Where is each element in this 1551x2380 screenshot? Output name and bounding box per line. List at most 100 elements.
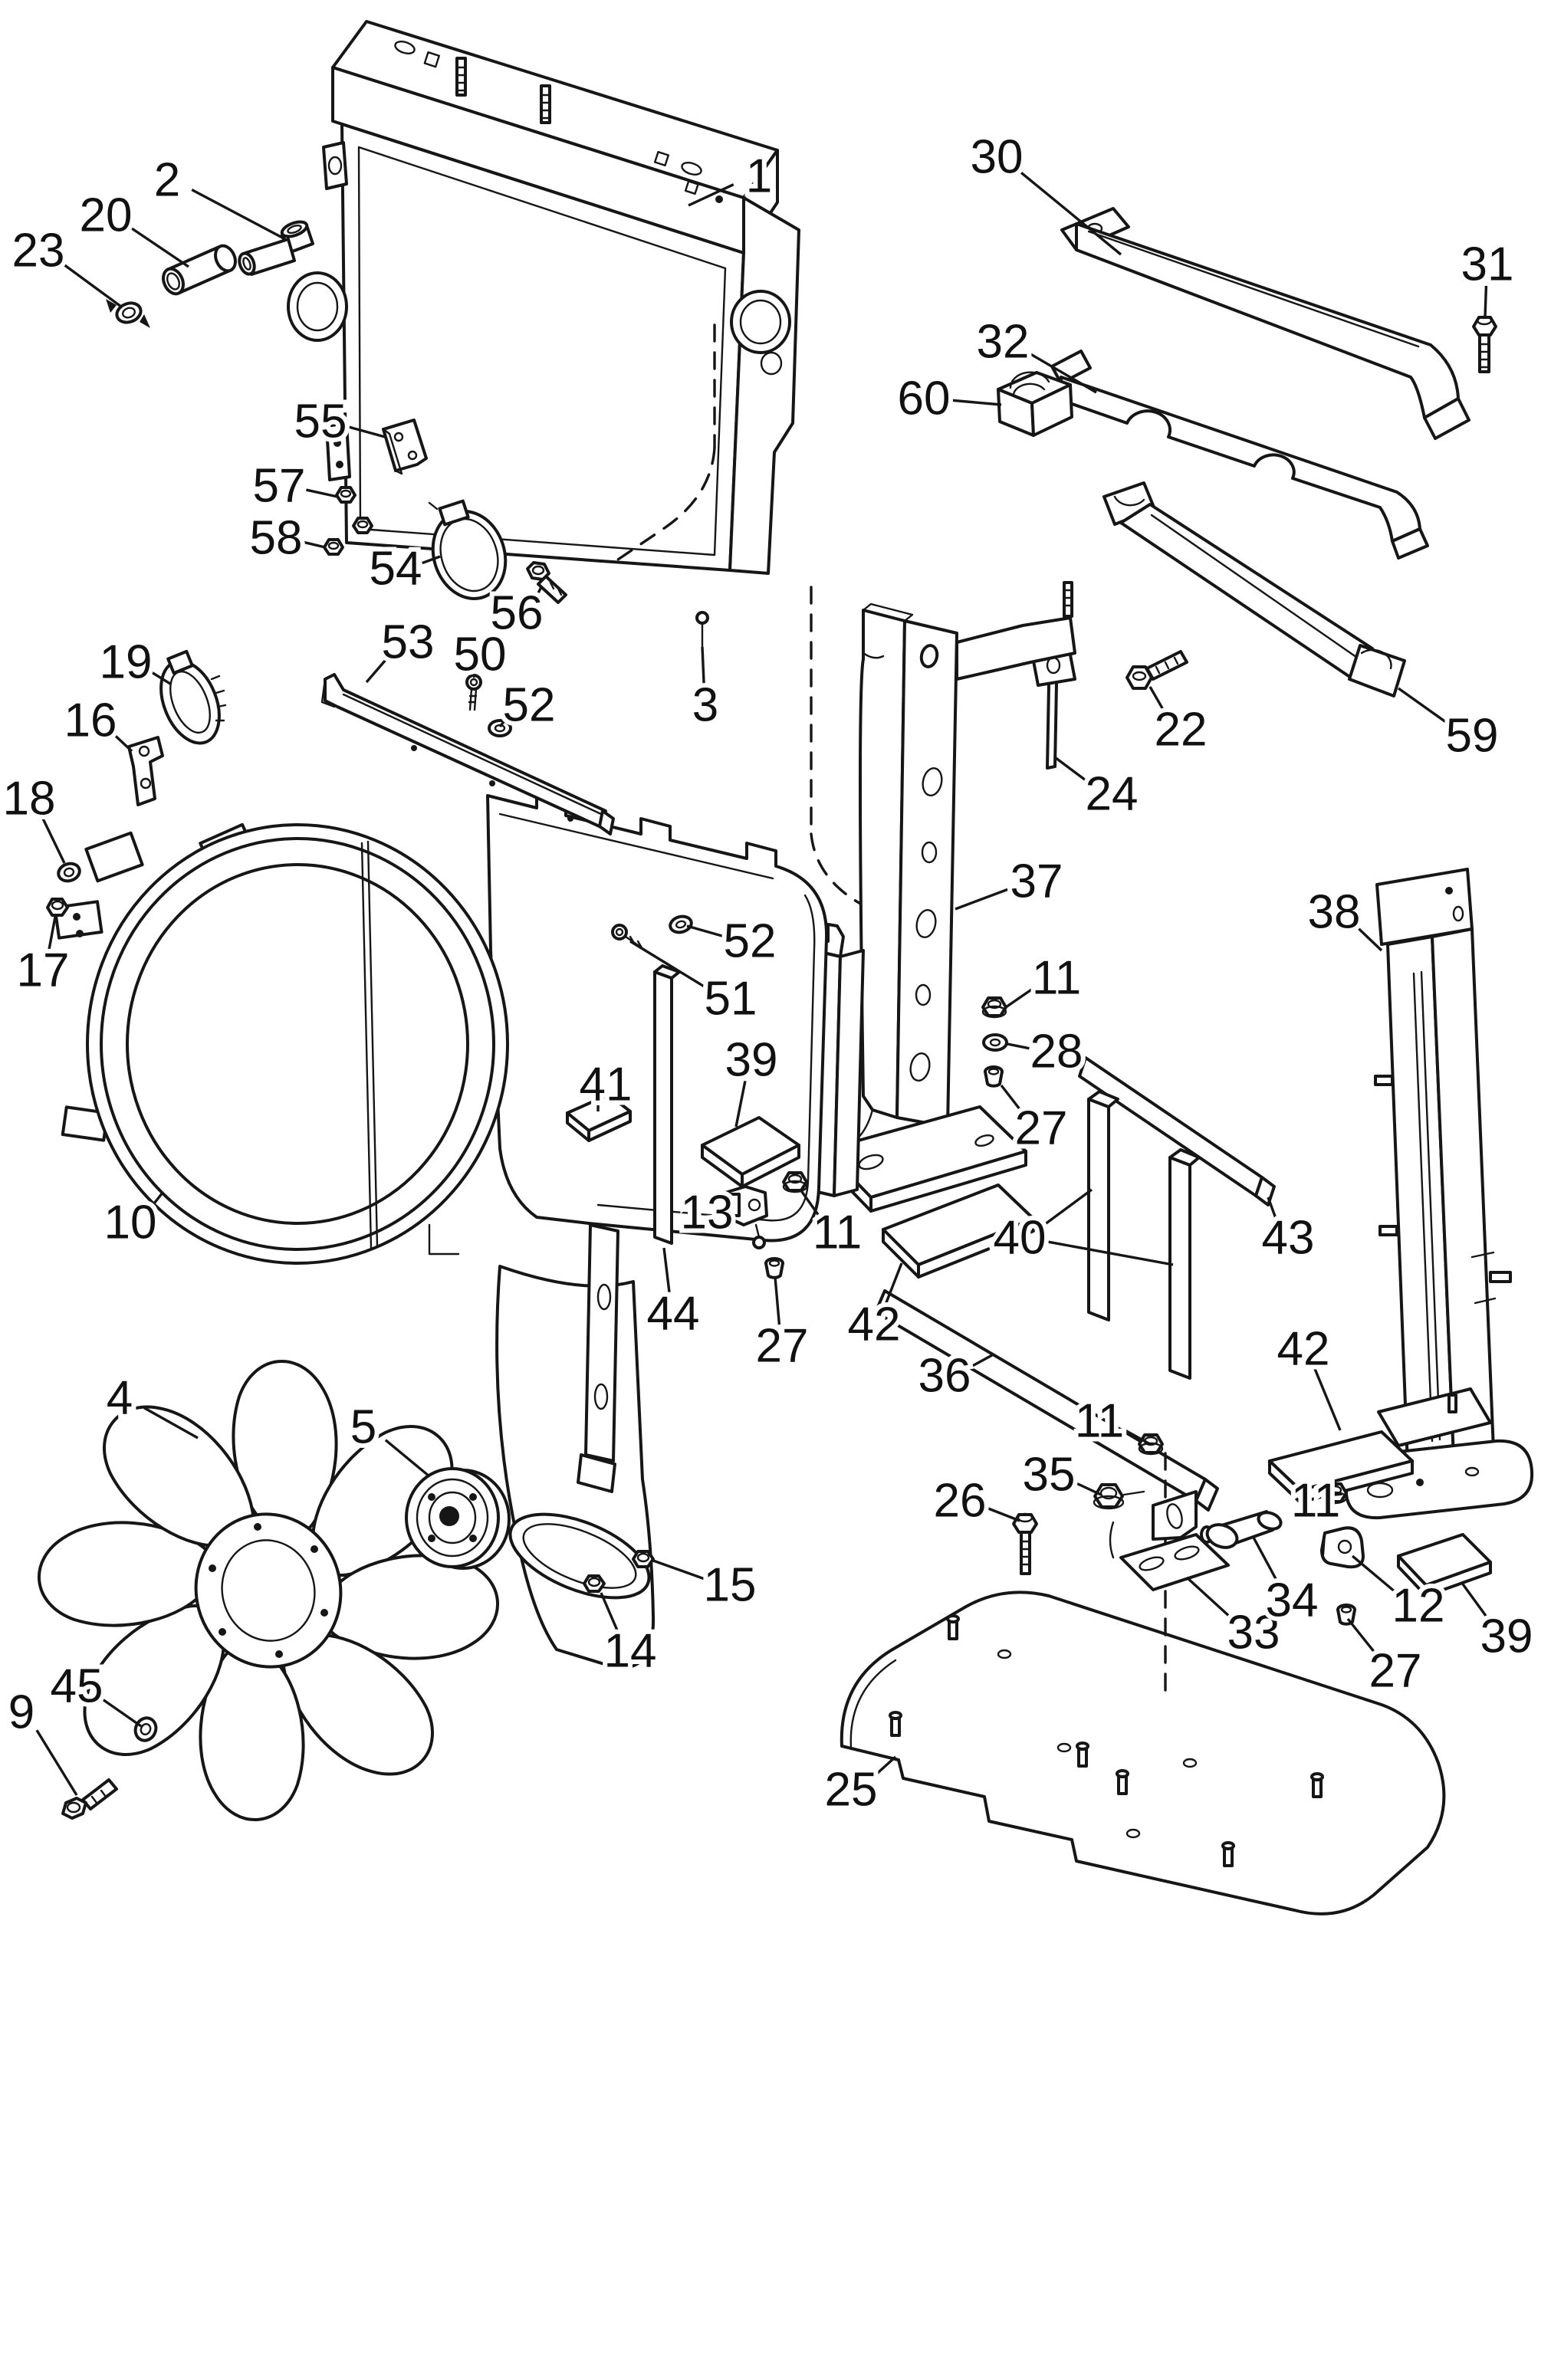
washer-45: [133, 1716, 158, 1742]
screw-50: [465, 674, 482, 711]
callout-11: 11: [1032, 952, 1081, 1005]
callout-leader-54: [422, 555, 441, 565]
callout-9: 9: [8, 1686, 35, 1739]
nut-14: [583, 1574, 606, 1593]
washer-28: [982, 1033, 1008, 1052]
callout-11: 11: [1291, 1475, 1340, 1528]
callout-11: 11: [1075, 1395, 1124, 1448]
callout-31: 31: [1461, 238, 1514, 291]
callout-leader-58: [302, 540, 326, 549]
callout-20: 20: [80, 189, 133, 242]
callout-leader-18: [41, 816, 66, 864]
callout-51: 51: [705, 973, 757, 1026]
callout-leader-28: [1007, 1042, 1030, 1050]
nut-58: [323, 538, 344, 556]
callout-25: 25: [825, 1764, 878, 1817]
hose-sleeve-20: [162, 244, 237, 296]
callout-leader-11: [799, 1189, 820, 1217]
bolt-31: [1472, 315, 1497, 373]
bracket-16: [127, 736, 164, 806]
nut-11-33: [1138, 1433, 1164, 1456]
callout-27: 27: [756, 1320, 809, 1373]
callout-leader-45: [99, 1696, 142, 1728]
hose-clamp-23: [106, 299, 150, 328]
nut-15: [632, 1550, 655, 1568]
fan: [38, 1360, 499, 1821]
callout-leader-53: [365, 656, 389, 684]
callout-58: 58: [250, 512, 303, 565]
callout-13: 13: [681, 1187, 734, 1239]
callout-leader-56: [534, 586, 543, 599]
nut-11-13: [782, 1171, 808, 1193]
handle-bar-32: [1050, 350, 1429, 560]
handle-bar-30: [1060, 207, 1470, 440]
callout-leader-37: [955, 887, 1011, 911]
callout-11: 11: [813, 1206, 862, 1259]
shroud-ring-outer: [86, 823, 509, 1265]
callout-leader-17: [48, 916, 57, 950]
washer-52-strip: [488, 719, 512, 737]
support-bracket-37: [777, 581, 1076, 1213]
callout-leader-42: [884, 1262, 903, 1306]
nut-11-37: [981, 996, 1007, 1019]
callout-leader-11: [1005, 987, 1033, 1009]
callout-23: 23: [12, 225, 65, 277]
callout-39: 39: [725, 1034, 778, 1087]
callout-leader-55: [347, 425, 386, 438]
callout-leader-31: [1484, 285, 1488, 318]
callout-38: 38: [1308, 886, 1361, 939]
callout-leader-24: [1053, 756, 1089, 784]
callout-55: 55: [294, 396, 347, 448]
callout-leader-27: [1000, 1084, 1024, 1114]
callout-3: 3: [692, 679, 718, 732]
callout-1: 1: [746, 150, 772, 203]
pin-34: [1200, 1510, 1283, 1549]
callout-leader-25: [872, 1755, 897, 1778]
callout-leader-34: [1251, 1535, 1279, 1583]
callout-28: 28: [1030, 1026, 1083, 1078]
bolt-26: [1012, 1512, 1038, 1575]
callout-leader-1: [688, 183, 734, 207]
callout-leader-36: [969, 1354, 993, 1369]
callout-leader-52: [498, 717, 508, 728]
callout-14: 14: [604, 1625, 657, 1678]
pin-3: [695, 611, 709, 650]
callout-36: 36: [918, 1350, 971, 1403]
callout-37: 37: [1010, 855, 1063, 908]
radiator: [287, 20, 800, 575]
callout-26: 26: [934, 1475, 987, 1528]
exploded-drawing: [38, 20, 1534, 1915]
clamp-block-60: [997, 371, 1073, 437]
nut-35: [1093, 1483, 1145, 1510]
callout-leader-10: [150, 1191, 164, 1209]
callout-leader-43: [1267, 1197, 1277, 1220]
callout-42: 42: [1277, 1323, 1330, 1376]
callout-17: 17: [17, 944, 70, 997]
callout-leader-4: [143, 1407, 199, 1439]
callout-leader-57: [306, 488, 338, 498]
callout-2: 2: [154, 154, 180, 207]
hose-clamp-54: [428, 499, 508, 600]
handle-bar-59: [1102, 481, 1406, 698]
callout-leader-50: [472, 675, 476, 678]
nut-11-38: [1322, 1482, 1348, 1505]
angle-bracket-33: [1109, 1490, 1230, 1591]
callout-10: 10: [104, 1197, 157, 1249]
callout-18: 18: [3, 773, 56, 826]
callout-59: 59: [1446, 710, 1499, 763]
hose-elbow-2: [238, 220, 314, 276]
callout-leader-14: [600, 1592, 619, 1633]
callout-leader-52: [686, 924, 724, 938]
callout-leader-11: [1333, 1492, 1342, 1496]
callout-41: 41: [580, 1059, 633, 1111]
callout-54: 54: [370, 543, 422, 596]
callout-60: 60: [898, 373, 951, 425]
support-bracket-38: [1344, 868, 1534, 1520]
callout-leader-23: [60, 261, 123, 308]
callout-leader-22: [1148, 686, 1166, 714]
plug-27-center: [764, 1257, 784, 1279]
callout-leader-5: [384, 1439, 431, 1478]
callout-leader-42: [1313, 1367, 1342, 1431]
